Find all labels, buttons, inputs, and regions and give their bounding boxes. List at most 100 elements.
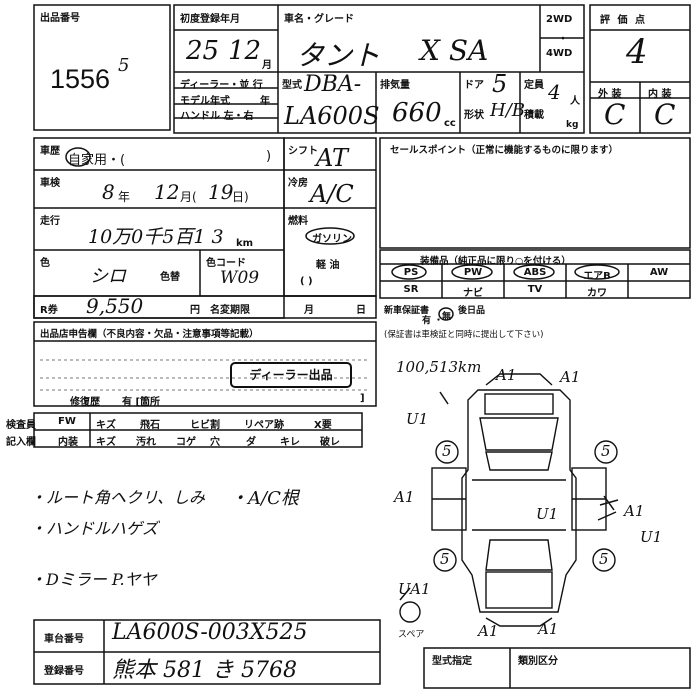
shape-value: H/B (490, 100, 525, 121)
car-name-label: 車名・グレード (284, 14, 354, 25)
equip-tv: TV (527, 284, 543, 295)
check-replace: X要 (314, 420, 332, 431)
repair-close: ] (360, 393, 365, 404)
lot-number: 1556 (50, 64, 111, 94)
recycle-label: R券 (40, 305, 58, 316)
color-change-label: 色替 (160, 272, 180, 283)
car-grade: X SA (420, 34, 489, 67)
equip-navi: ナビ (463, 288, 483, 299)
fuel-paren: ( ) (300, 276, 313, 287)
capacity-value: 4 (548, 80, 561, 104)
int-label: 内装 (58, 437, 78, 448)
check-chip: 飛石 (140, 420, 160, 431)
color-value: シロ (90, 266, 126, 287)
name-change-label: 名変期限 (210, 305, 250, 316)
int-hole: 穴 (210, 437, 220, 448)
declaration-label: 出品店申告欄（不良内容・欠品・注意事項等記載） (40, 329, 259, 340)
mark-10: A1 (478, 622, 499, 640)
mark-1: A1 (496, 366, 517, 384)
checker-label-2: 記入欄 (6, 437, 36, 448)
equip-abs: ABS (523, 267, 547, 278)
history-value: 自家用・( (68, 153, 126, 168)
car-name: タント (296, 39, 381, 72)
load-label: 積載 (524, 110, 544, 121)
check-fw: FW (58, 416, 76, 427)
check-scratch: キズ (96, 420, 116, 431)
equip-ps: PS (403, 267, 419, 278)
plate-label: 登録番号 (44, 666, 84, 677)
tire-rl: 5 (440, 550, 450, 568)
inspection-day: 19 (208, 180, 234, 204)
drive-dot: ・ (558, 34, 568, 45)
warranty-later: 後日品 (458, 306, 486, 316)
warranty-note: (保証書は車検証と同時に提出して下さい) (384, 330, 544, 340)
model-year-unit: 年 (260, 96, 270, 107)
warranty-label: 新車保証書 (384, 306, 430, 316)
equip-airbag: エアB (583, 271, 611, 282)
inspection-month-unit: 月( (180, 190, 197, 204)
category-label: 類別区分 (518, 656, 558, 667)
diagram-mileage: 100,513km (396, 358, 482, 376)
color-code-label: 色コード (206, 258, 246, 269)
dealer-label: ディーラー・並 行 (180, 80, 263, 91)
equip-sr: SR (403, 284, 419, 295)
history-close: ) (266, 149, 272, 164)
sales-point-label: セールスポイント（正常に機能するものに限ります） (390, 145, 619, 156)
color-code: W09 (220, 268, 260, 288)
first-reg-label: 初度登録年月 (180, 14, 240, 25)
fuel-label: 燃料 (288, 216, 308, 227)
lot-number-label: 出品番号 (40, 13, 80, 24)
tire-fl: 5 (442, 442, 452, 460)
mark-2: A1 (560, 368, 581, 386)
int-stain: 汚れ (136, 437, 156, 448)
fuel-diesel: 軽 油 (316, 260, 340, 271)
int-burn: コゲ (176, 437, 196, 448)
load-unit: kg (566, 120, 579, 130)
model-code-1: DBA- (304, 72, 362, 97)
doors-label: ドア (464, 80, 484, 91)
interior-label: 内 装 (648, 89, 672, 100)
name-change-month: 月 (304, 305, 314, 316)
check-crack: ヒビ割 (190, 420, 220, 431)
note-1: ・ルート角ヘクリ、しみ (30, 488, 206, 507)
inspection-label: 車検 (40, 178, 60, 189)
inspection-month: 12 (154, 180, 180, 204)
ac-value: A/C (310, 180, 354, 208)
mark-7: A1 (538, 620, 559, 638)
equipment-label: 装備品（純正品に限り○を付ける） (420, 256, 571, 267)
displacement-unit: cc (444, 118, 456, 129)
type-spec-label: 型式指定 (432, 656, 472, 667)
displacement-value: 660 (392, 98, 442, 128)
capacity-label: 定員 (524, 80, 544, 91)
first-reg-year: 25 (186, 36, 220, 66)
mark-9: UA1 (398, 580, 431, 598)
int-scratch: キズ (96, 437, 116, 448)
note-3: ・Dミラー P.ヤヤ (30, 570, 157, 589)
displacement-label: 排気量 (380, 80, 410, 91)
model-code-2: LA600S (284, 102, 380, 130)
tire-fr: 5 (601, 442, 611, 460)
grade-label: 評 価 点 (600, 15, 647, 26)
warranty-dot: ・ (434, 316, 444, 326)
recycle-unit: 円 (190, 305, 200, 316)
mileage-label: 走行 (40, 216, 60, 227)
first-reg-month-unit: 月 (262, 60, 272, 71)
spare-label: スペア (398, 630, 425, 640)
dealer-stamp: ディーラー出品 (230, 362, 352, 388)
equip-aw: AW (649, 267, 669, 278)
inspection-year: 8 (102, 180, 115, 204)
checker-label-1: 検査員 (6, 420, 36, 431)
chassis-label: 車台番号 (44, 634, 84, 645)
int-dent: ダ (246, 437, 256, 448)
int-cut: キレ (280, 437, 300, 448)
mileage-unit: km (236, 238, 254, 249)
interior-grade: C (654, 98, 676, 131)
fuel-value: ガソリン (312, 234, 352, 245)
plate-value: 熊本 581 き 5768 (112, 658, 297, 683)
chassis-value: LA600S-003X525 (112, 620, 308, 645)
equip-pw: PW (463, 267, 483, 278)
doors-value: 5 (492, 70, 508, 98)
note-2: ・ハンドルハゲズ (30, 519, 159, 538)
mileage-value: 10万0千5百1 3 (88, 226, 224, 248)
